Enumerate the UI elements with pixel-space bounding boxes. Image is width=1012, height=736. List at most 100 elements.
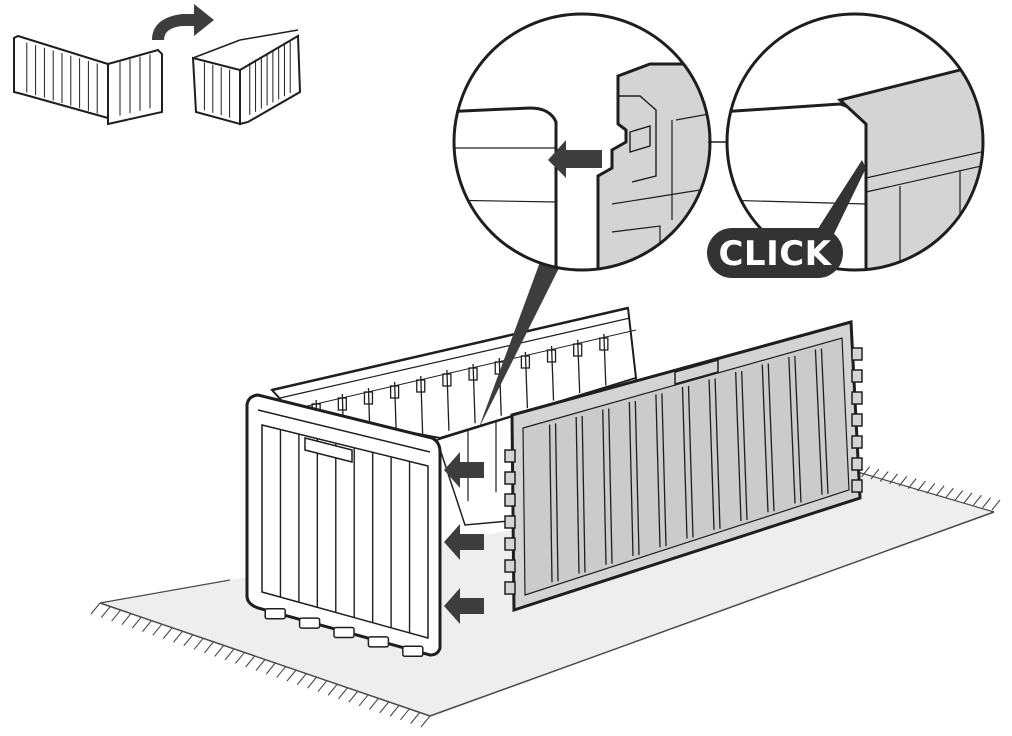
interior-rib xyxy=(446,369,450,431)
panel-rib xyxy=(681,386,688,539)
callout-pointer xyxy=(478,262,560,430)
floor-hatching-left xyxy=(90,602,431,728)
interior-rib xyxy=(420,375,424,439)
interior-clip xyxy=(363,391,374,405)
hatch-tick xyxy=(420,715,431,728)
panel-rib xyxy=(554,423,559,582)
connector-tab xyxy=(504,515,516,529)
interior-clip xyxy=(442,373,452,387)
hatch-tick xyxy=(286,669,297,682)
panel-rib xyxy=(628,401,634,557)
hatch-tick xyxy=(317,680,328,693)
interior-rib xyxy=(603,333,607,386)
left-arrow-icon xyxy=(444,588,484,624)
panel-rib xyxy=(708,379,715,530)
panel-rib xyxy=(608,408,613,564)
hatch-tick xyxy=(358,694,369,707)
hatch-tick xyxy=(173,630,183,643)
panel-rib xyxy=(741,370,748,521)
panel-rib xyxy=(634,400,640,556)
interior-rib xyxy=(550,345,555,401)
panel-rib xyxy=(767,363,775,512)
hatch-tick xyxy=(963,492,973,504)
hatch-tick xyxy=(954,490,964,501)
panel-rib xyxy=(661,393,667,547)
insert-arrows xyxy=(444,452,484,624)
hatch-tick xyxy=(369,697,379,710)
hatch-tick xyxy=(245,655,256,668)
hatch-tick xyxy=(327,683,338,696)
hatch-tick xyxy=(935,485,945,497)
hatch-tick xyxy=(348,690,359,703)
hatch-tick xyxy=(142,620,152,633)
rotation-step-illustration xyxy=(13,4,302,126)
panel-rib xyxy=(714,378,721,529)
hatch-tick xyxy=(907,478,917,489)
hatch-tick xyxy=(234,652,245,664)
hatch-tick xyxy=(926,483,936,494)
interior-clip xyxy=(389,385,400,399)
click-label: CLICK xyxy=(718,234,832,274)
connector-tab xyxy=(504,471,516,485)
hatch-tick xyxy=(152,623,163,636)
hatch-tick xyxy=(183,634,194,647)
hatch-tick xyxy=(193,637,204,650)
hatch-tick xyxy=(255,659,266,671)
hatch-tick xyxy=(972,494,982,506)
panel-rib xyxy=(655,394,661,548)
connector-tab xyxy=(504,537,516,551)
panel-rib xyxy=(735,371,742,522)
connector-tab xyxy=(504,581,516,595)
panel-rib xyxy=(820,348,829,494)
hatch-tick xyxy=(121,613,132,625)
connector-tab xyxy=(504,493,516,507)
connector-tab xyxy=(851,369,863,383)
panel-rib xyxy=(788,356,796,504)
connector-tab xyxy=(851,413,863,427)
hatch-tick xyxy=(111,609,122,622)
panel-rib xyxy=(575,416,580,574)
connector-tab xyxy=(851,457,863,471)
hatch-tick xyxy=(399,708,410,721)
interior-clip xyxy=(337,397,347,411)
panel-rib xyxy=(814,349,823,495)
left-arrow-icon xyxy=(444,452,484,488)
panel-rib xyxy=(602,409,607,565)
hatch-tick xyxy=(410,712,421,724)
hatch-tick xyxy=(861,466,871,478)
side-panel-grey xyxy=(504,320,863,613)
hatch-tick xyxy=(100,606,111,618)
hatch-tick xyxy=(131,616,142,629)
hatch-tick xyxy=(898,475,908,487)
interior-clip xyxy=(416,379,426,393)
hatch-tick xyxy=(214,645,225,657)
panel-foot xyxy=(367,636,390,648)
panel-rib xyxy=(761,364,769,513)
connector-tab xyxy=(504,449,516,463)
panel-rib xyxy=(581,415,586,573)
hatch-tick xyxy=(162,627,173,640)
interior-clip xyxy=(599,337,609,351)
hatch-tick xyxy=(982,497,992,508)
left-arrow-icon xyxy=(548,140,602,178)
hatch-tick xyxy=(917,480,926,492)
left-arrow-icon xyxy=(444,524,484,560)
panel-foot xyxy=(264,607,286,620)
click-badge: CLICK xyxy=(707,228,843,278)
curved-arrow-icon xyxy=(152,4,214,40)
panel-foot xyxy=(298,617,321,629)
panel-rib xyxy=(687,385,694,538)
hatch-tick xyxy=(276,666,287,678)
panel-rib xyxy=(548,424,553,583)
hatch-tick xyxy=(945,487,954,499)
hatch-tick xyxy=(90,602,101,615)
hatch-tick xyxy=(338,687,348,700)
interior-clip xyxy=(546,349,557,363)
hatch-tick xyxy=(870,468,880,480)
connector-tab xyxy=(504,559,516,573)
hatch-tick xyxy=(224,648,235,661)
connector-tab xyxy=(851,479,863,493)
interior-rib xyxy=(498,357,502,416)
hatch-tick xyxy=(296,673,307,685)
